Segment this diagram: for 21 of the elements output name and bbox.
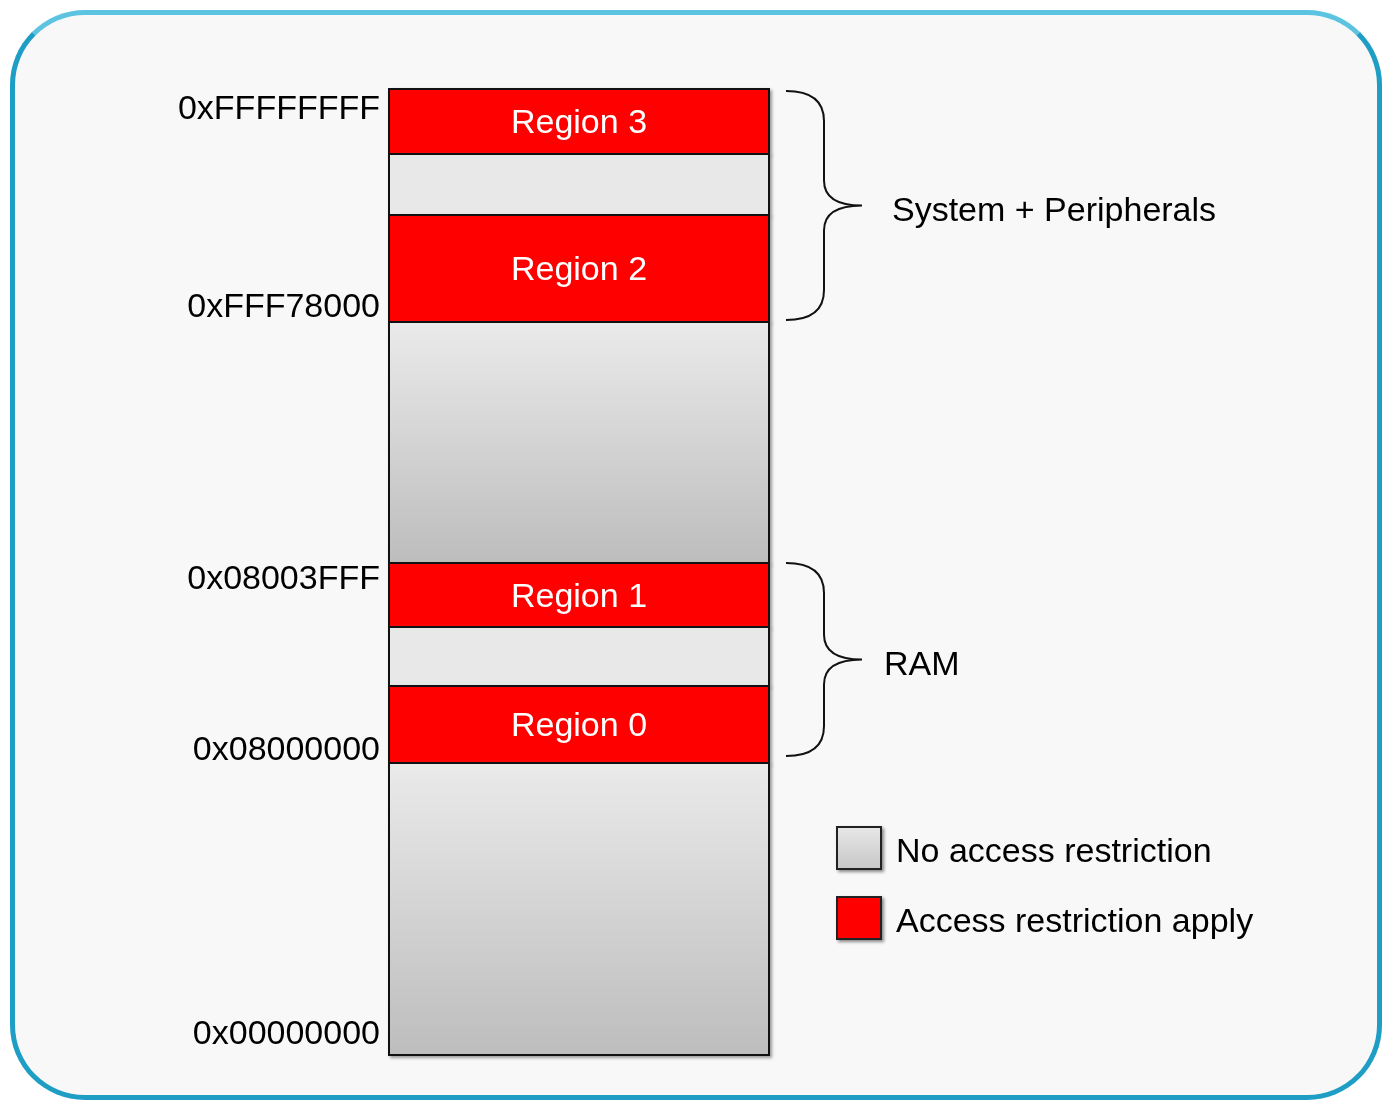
- memory-segment: [388, 153, 770, 216]
- region-label: Region 1: [510, 575, 648, 615]
- address-label: 0x00000000: [192, 1013, 380, 1052]
- memory-segment: [388, 762, 770, 1056]
- region-box: [388, 88, 770, 155]
- address-label: 0x08000000: [192, 729, 380, 768]
- address-label: 0x08003FFF: [187, 558, 380, 597]
- memory-segment: [388, 321, 770, 564]
- region-label: Region 3: [510, 102, 648, 141]
- region-box: [388, 685, 770, 764]
- range-label: RAM: [884, 644, 960, 683]
- memory-segment: [388, 626, 770, 687]
- region-label: Region 0: [510, 705, 648, 744]
- range-label: System + Peripherals: [892, 190, 1217, 229]
- region-label: Region 2: [510, 249, 648, 288]
- region-box: [388, 562, 770, 628]
- legend-label: No access restriction: [896, 831, 1212, 870]
- legend-label: Access restriction apply: [896, 901, 1254, 940]
- region-box: [388, 214, 770, 323]
- address-label: 0xFFFFFFFF: [177, 88, 380, 127]
- address-label: 0xFFF78000: [187, 286, 380, 325]
